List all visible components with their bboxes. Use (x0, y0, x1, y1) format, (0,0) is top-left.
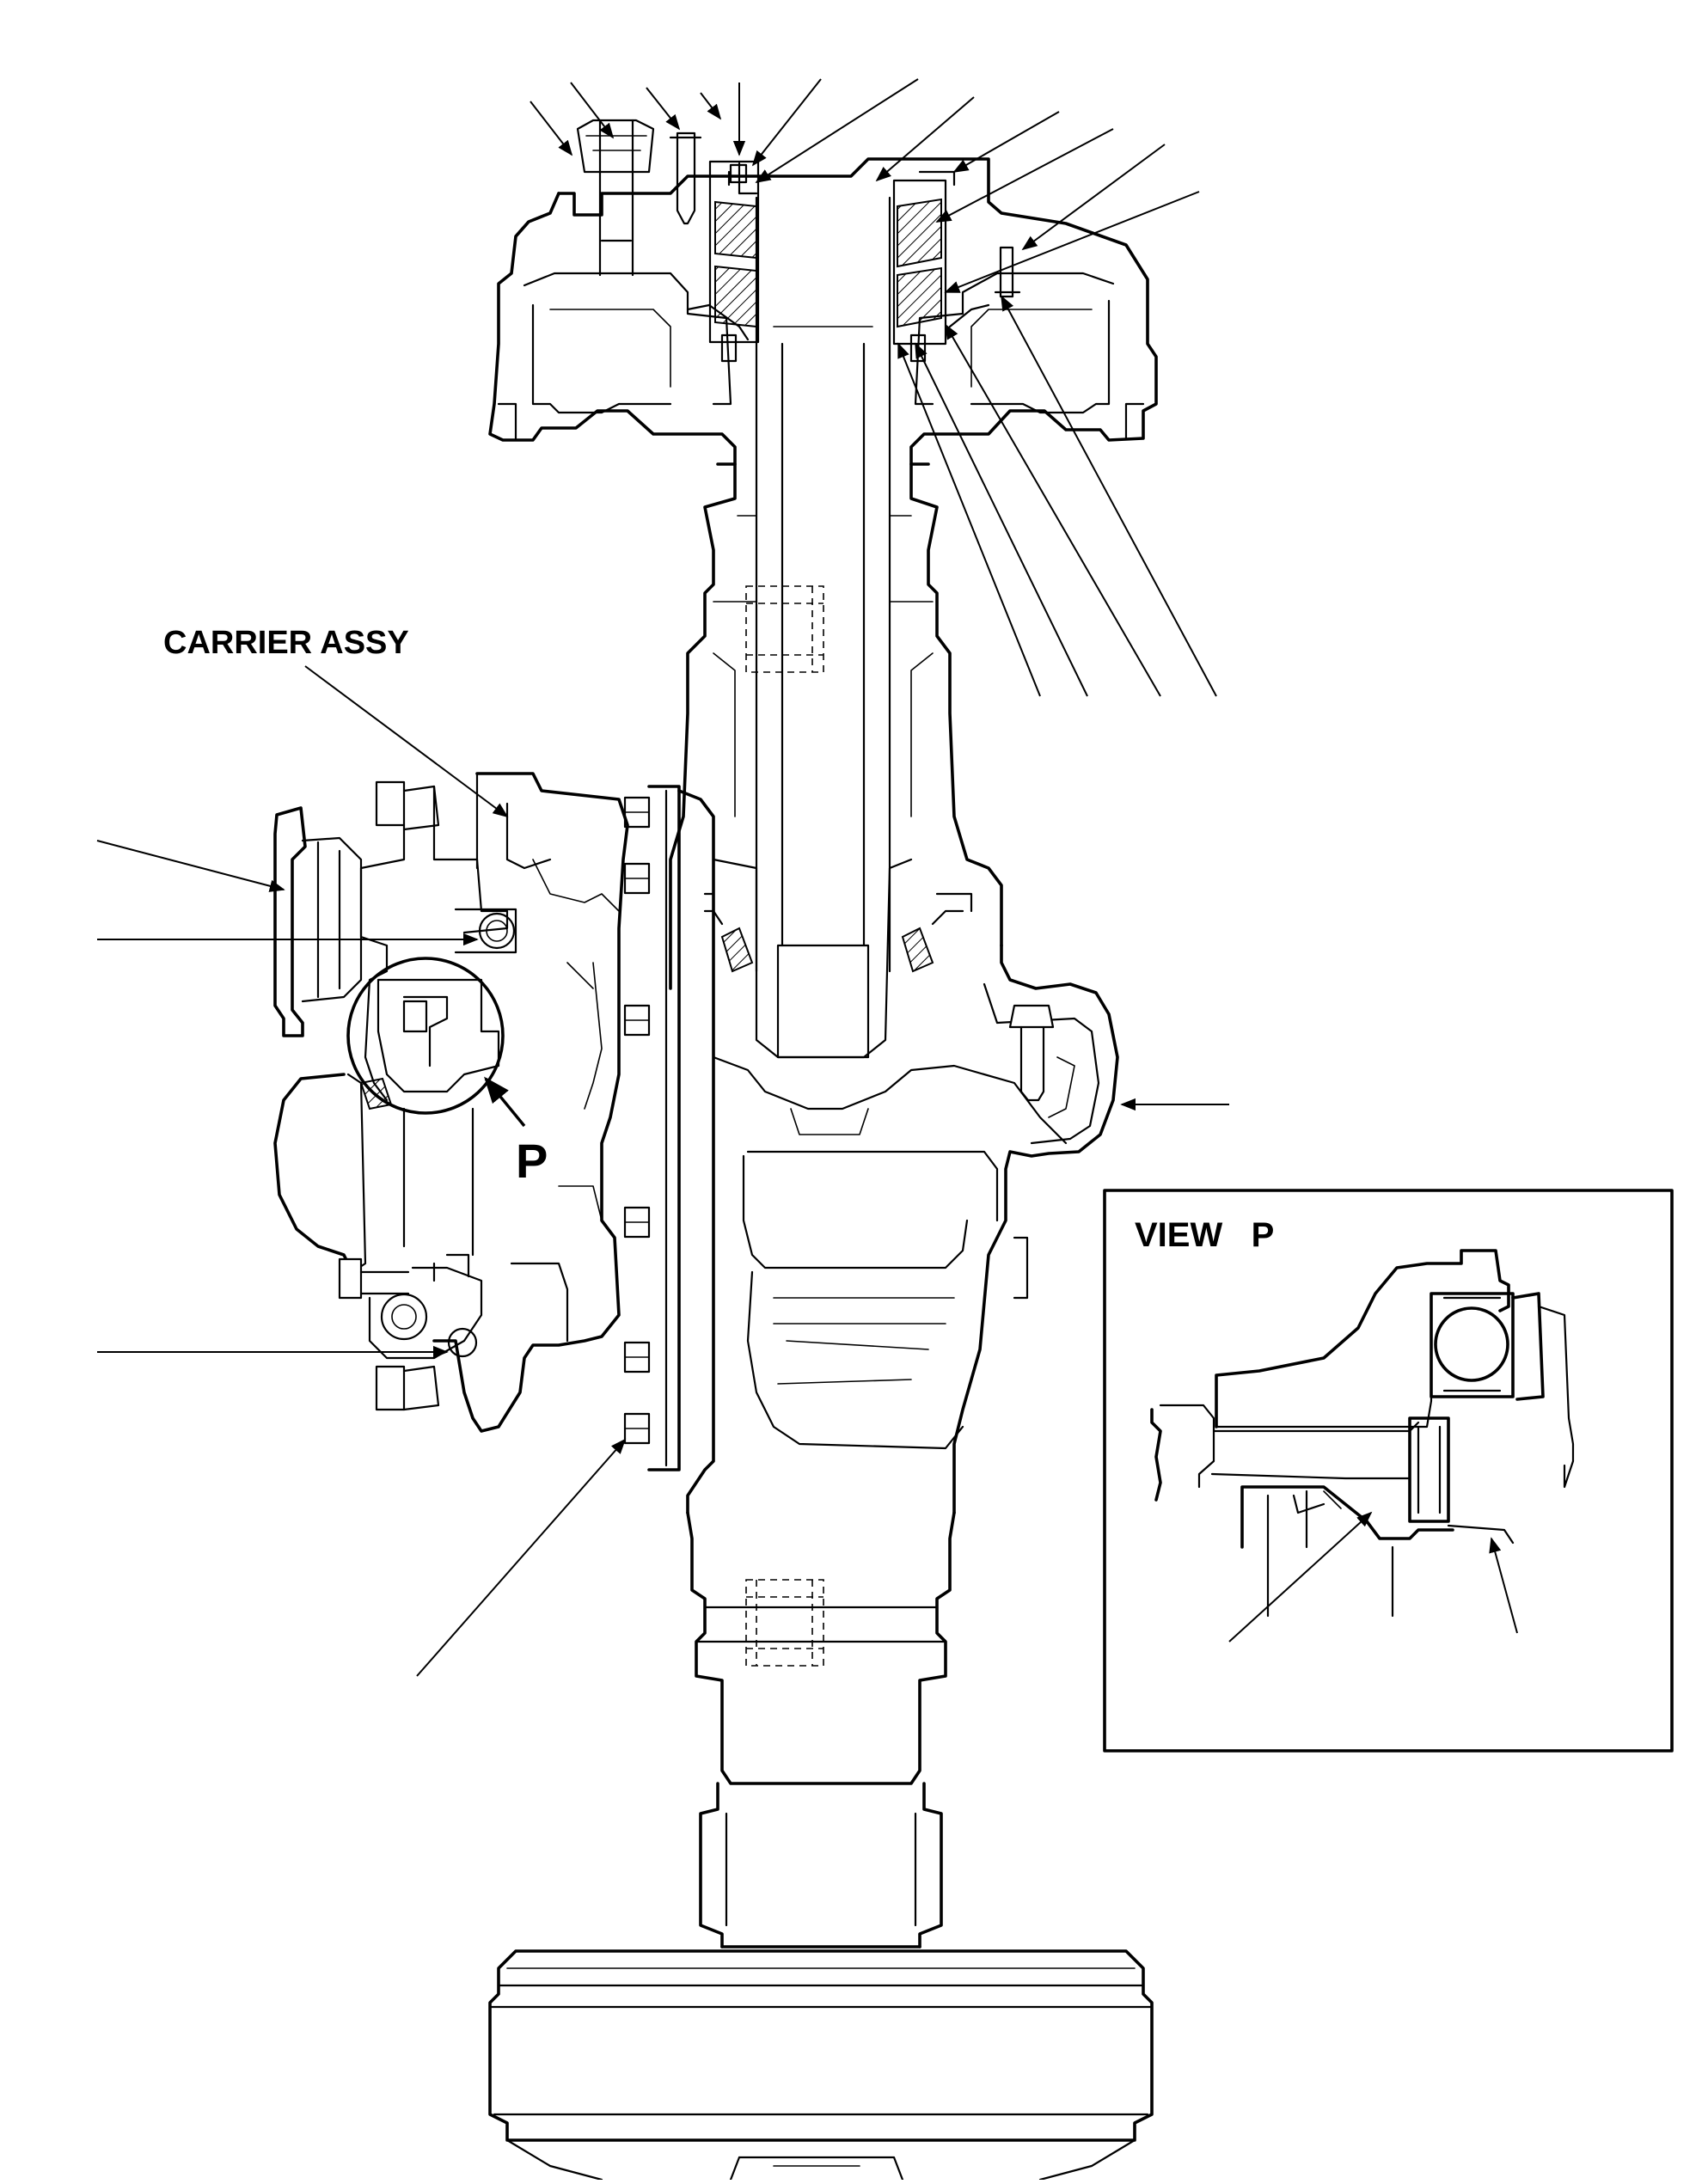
leader-lines (96, 78, 1229, 1677)
flange-bolts (623, 796, 651, 1445)
carrier-assy (273, 772, 629, 1433)
view-p-title: VIEW P (1135, 1216, 1274, 1254)
view-p-detail-circle (346, 957, 505, 1115)
gearbox-housing (623, 785, 1119, 1785)
view-p-inset (1103, 1189, 1674, 1753)
mast-shaft (669, 196, 1003, 990)
top-hub-assembly (488, 119, 1158, 466)
view-marker-label: P (516, 1134, 548, 1188)
view-p-drawing (1150, 1249, 1575, 1643)
carrier-assy-label: CARRIER ASSY (163, 625, 409, 661)
bottom-drum-assembly (488, 1782, 1154, 2181)
view-p-frame (1103, 1189, 1674, 1753)
